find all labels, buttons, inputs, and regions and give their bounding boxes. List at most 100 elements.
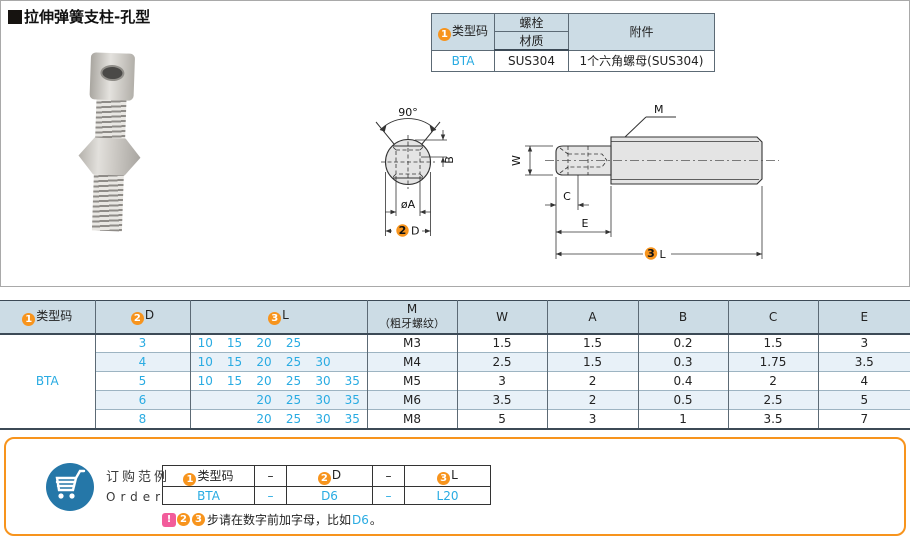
- d-value[interactable]: 3: [94, 333, 190, 353]
- l-value[interactable]: 35: [338, 390, 368, 410]
- order-dash: –: [254, 465, 287, 487]
- d-value[interactable]: 8: [94, 409, 190, 429]
- l-value[interactable]: 30: [308, 371, 338, 391]
- photo-hex-nut: [78, 137, 141, 176]
- a-value: 3: [546, 409, 639, 429]
- l-value[interactable]: 20: [249, 352, 279, 372]
- angle-dim-label: 90°: [398, 106, 418, 119]
- dimension-drawing: 90° B øA 2 D W M: [375, 103, 779, 261]
- badge-2-icon: 2: [317, 471, 331, 485]
- c-dim-label: C: [563, 190, 571, 203]
- w-value: 5: [456, 409, 548, 429]
- svg-text:2: 2: [399, 224, 407, 237]
- e-dim-label: E: [582, 217, 589, 230]
- order-value-type: BTA: [162, 486, 255, 505]
- w-value: 3: [456, 371, 548, 391]
- l-value[interactable]: 30: [308, 409, 338, 429]
- l-value[interactable]: 25: [279, 409, 308, 429]
- order-value-l: L20: [404, 486, 491, 505]
- l-value[interactable]: 35: [338, 409, 368, 429]
- c-value: 2: [727, 371, 819, 391]
- l-value[interactable]: [220, 390, 249, 410]
- spec-type-code[interactable]: BTA: [431, 49, 495, 72]
- badge-2-icon: 2: [177, 513, 190, 526]
- m-value: M8: [366, 409, 458, 429]
- badge-1-icon: 1: [183, 472, 197, 486]
- d-dim-label: D: [411, 225, 419, 238]
- l-value[interactable]: [338, 352, 368, 372]
- d-value[interactable]: 4: [94, 352, 190, 372]
- e-value: 5: [817, 390, 910, 410]
- l-value[interactable]: 30: [308, 390, 338, 410]
- col-w: W: [456, 300, 548, 335]
- e-value: 3: [817, 333, 910, 353]
- l-value[interactable]: [338, 333, 368, 353]
- w-value: 2.5: [456, 352, 548, 372]
- a-value: 2: [546, 371, 639, 391]
- l-value[interactable]: 15: [220, 371, 249, 391]
- col-b: B: [637, 300, 729, 335]
- c-value: 1.5: [727, 333, 819, 353]
- a-value: 1.5: [546, 333, 639, 353]
- type-code-value[interactable]: BTA: [0, 333, 95, 429]
- svg-text:3: 3: [647, 247, 655, 260]
- order-value-d: D6: [286, 486, 373, 505]
- col-a: A: [546, 300, 639, 335]
- b-value: 0.4: [637, 371, 729, 391]
- l-value[interactable]: 10: [189, 333, 220, 353]
- m-value: M5: [366, 371, 458, 391]
- c-value: 2.5: [727, 390, 819, 410]
- l-value[interactable]: 10: [189, 352, 220, 372]
- l-value[interactable]: [189, 409, 220, 429]
- l-value[interactable]: 10: [189, 371, 220, 391]
- w-value: 1.5: [456, 333, 548, 353]
- spec-accessory-value: 1个六角螺母(SUS304): [568, 49, 715, 72]
- l-value[interactable]: 20: [249, 371, 279, 391]
- l-value[interactable]: 25: [279, 333, 308, 353]
- col-m: M （粗牙螺纹）: [366, 300, 458, 335]
- m-thread-label: M: [654, 103, 664, 116]
- a-value: 1.5: [546, 352, 639, 372]
- badge-3-icon: 3: [192, 513, 205, 526]
- d-value[interactable]: 6: [94, 390, 190, 410]
- l-value[interactable]: 20: [249, 409, 279, 429]
- l-value[interactable]: 35: [338, 371, 368, 391]
- l-value[interactable]: 30: [308, 352, 338, 372]
- l-value[interactable]: 20: [249, 390, 279, 410]
- order-title: 订购范例 Order: [106, 466, 170, 504]
- l-value[interactable]: 25: [279, 352, 308, 372]
- spec-col-bolt: 螺栓: [494, 13, 569, 32]
- l-value[interactable]: [220, 409, 249, 429]
- a-value: 2: [546, 390, 639, 410]
- photo-head: [89, 52, 136, 101]
- m-value: M3: [366, 333, 458, 353]
- l-value[interactable]: 15: [220, 352, 249, 372]
- badge-3-icon: 3: [268, 312, 282, 326]
- badge-2-icon: 2: [130, 312, 144, 326]
- l-value[interactable]: 25: [279, 390, 308, 410]
- l-value[interactable]: 25: [279, 371, 308, 391]
- l-value[interactable]: [308, 333, 338, 353]
- l-dim-label: L: [660, 248, 667, 261]
- d-value[interactable]: 5: [94, 371, 190, 391]
- badge-1-icon: 1: [22, 313, 36, 327]
- order-note-code: D6: [352, 512, 369, 527]
- l-value[interactable]: 20: [249, 333, 279, 353]
- l-value[interactable]: [189, 390, 220, 410]
- c-value: 3.5: [727, 409, 819, 429]
- order-note-period: 。: [369, 513, 382, 527]
- m-value: M6: [366, 390, 458, 410]
- w-value: 3.5: [456, 390, 548, 410]
- l-value[interactable]: 15: [220, 333, 249, 353]
- b-value: 0.2: [637, 333, 729, 353]
- b-value: 1: [637, 409, 729, 429]
- badge-3-icon: [644, 247, 658, 260]
- e-value: 4: [817, 371, 910, 391]
